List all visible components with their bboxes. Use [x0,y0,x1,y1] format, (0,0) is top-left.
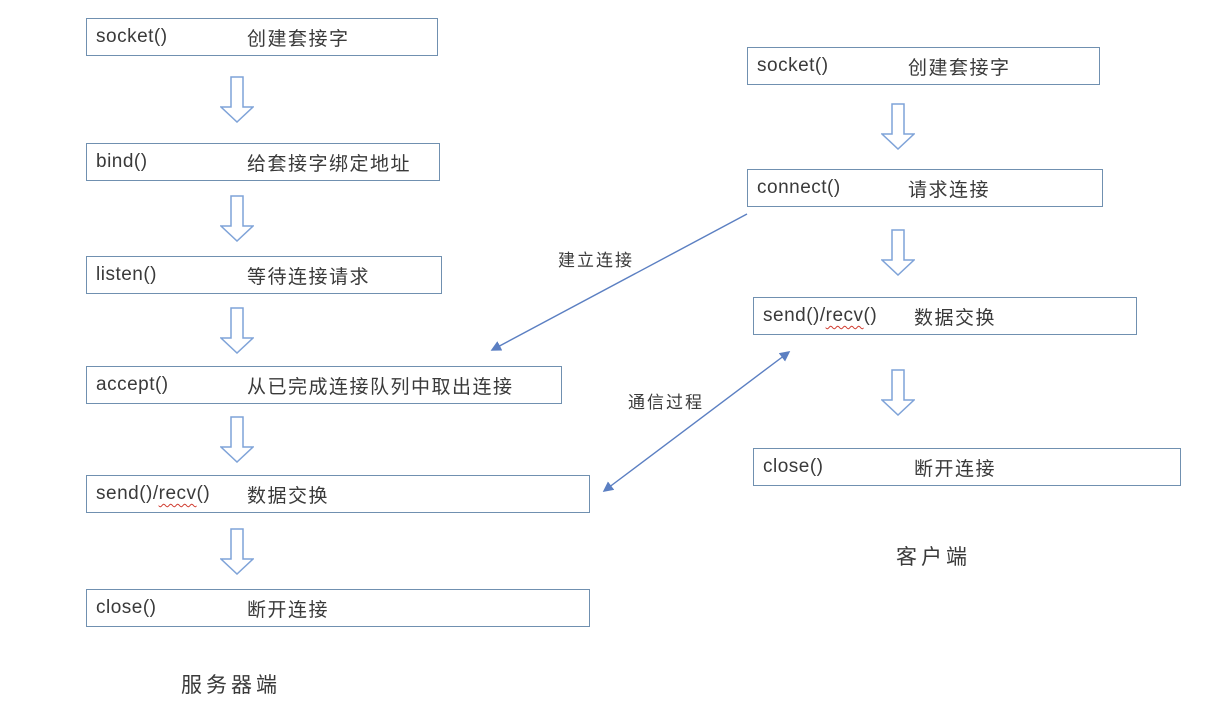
step-description: 等待连接请求 [247,266,371,288]
function-name: send()/recv() [763,305,878,326]
down-arrow-icon [881,369,915,416]
communication-process-label: 通信过程 [628,393,704,412]
client-step-send-recv: send()/recv() 数据交换 [753,297,1137,335]
server-step-close: close() 断开连接 [86,589,590,627]
establish-connection-label: 建立连接 [558,251,634,270]
down-arrow-icon [220,195,254,242]
down-arrow-icon [220,416,254,463]
function-name: bind() [96,151,148,172]
down-arrow-icon [220,528,254,575]
misspelled-word: recv [825,305,864,326]
step-description: 断开连接 [247,599,330,621]
client-step-socket: socket() 创建套接字 [747,47,1100,85]
client-step-close: close() 断开连接 [753,448,1181,486]
down-arrow-icon [220,76,254,123]
function-name: connect() [757,177,841,198]
down-arrow-icon [220,307,254,354]
function-name: accept() [96,374,169,395]
function-name: listen() [96,264,158,285]
server-step-listen: listen() 等待连接请求 [86,256,442,294]
client-step-connect: connect() 请求连接 [747,169,1103,207]
down-arrow-icon [881,103,915,150]
function-name: socket() [757,55,829,76]
function-name: send()/recv() [96,483,211,504]
step-description: 断开连接 [914,458,997,480]
step-description: 数据交换 [247,485,330,507]
function-name: close() [763,456,824,477]
server-column-label: 服务器端 [181,674,281,697]
function-name: close() [96,597,157,618]
step-description: 给套接字绑定地址 [247,153,412,175]
server-step-send-recv: send()/recv() 数据交换 [86,475,590,513]
client-column-label: 客户端 [896,546,971,569]
step-description: 请求连接 [908,179,991,201]
misspelled-word: recv [158,483,197,504]
step-description: 创建套接字 [247,28,350,50]
server-step-socket: socket() 创建套接字 [86,18,438,56]
step-description: 数据交换 [914,307,997,329]
establish-connection-arrow [490,213,748,351]
down-arrow-icon [881,229,915,276]
server-step-bind: bind() 给套接字绑定地址 [86,143,440,181]
step-description: 从已完成连接队列中取出连接 [247,376,514,398]
server-step-accept: accept() 从已完成连接队列中取出连接 [86,366,562,404]
function-name: socket() [96,26,168,47]
step-description: 创建套接字 [908,57,1011,79]
